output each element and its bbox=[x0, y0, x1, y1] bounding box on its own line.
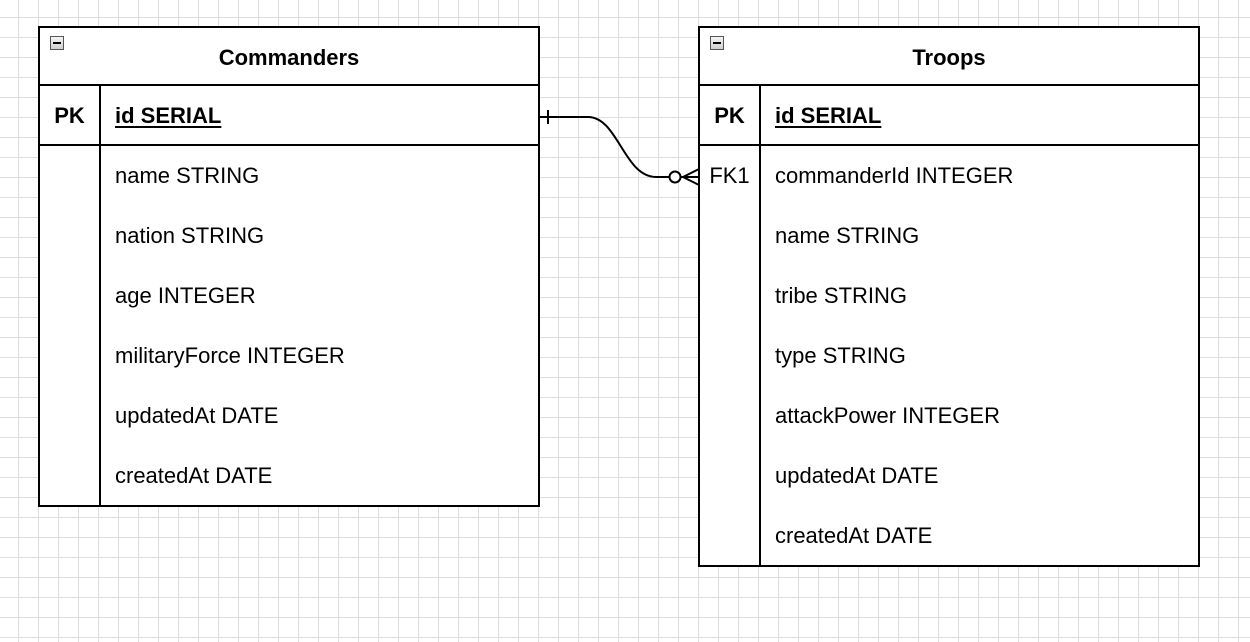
field-name: name STRING bbox=[115, 163, 260, 188]
field-row[interactable]: age INTEGER bbox=[40, 266, 538, 326]
field-name: type STRING bbox=[775, 343, 906, 368]
field-name: updatedAt DATE bbox=[115, 403, 279, 428]
field-key bbox=[40, 446, 99, 506]
field-row[interactable]: tribe STRING bbox=[700, 266, 1198, 326]
commanders-title: Commanders bbox=[218, 45, 360, 70]
field-name: updatedAt DATE bbox=[775, 463, 939, 488]
field-name: commanderId INTEGER bbox=[775, 163, 1014, 188]
field-key bbox=[700, 446, 759, 506]
troops-pk-row: PK id SERIAL bbox=[700, 86, 1198, 146]
commanders-field-list: name STRING nation STRING age INTEGER mi… bbox=[40, 146, 538, 506]
field-row[interactable]: updatedAt DATE bbox=[40, 386, 538, 446]
relationship-line bbox=[540, 116, 699, 178]
troops-header: Troops bbox=[700, 28, 1198, 86]
field-key bbox=[700, 386, 759, 446]
field-key bbox=[40, 386, 99, 446]
field-row[interactable]: attackPower INTEGER bbox=[700, 386, 1198, 446]
commanders-pk-field[interactable]: id SERIAL bbox=[115, 103, 222, 128]
field-name: militaryForce INTEGER bbox=[115, 343, 345, 368]
field-name: tribe STRING bbox=[775, 283, 908, 308]
field-row[interactable]: militaryForce INTEGER bbox=[40, 326, 538, 386]
troops-pk-field[interactable]: id SERIAL bbox=[775, 103, 882, 128]
field-key bbox=[40, 266, 99, 326]
collapse-icon[interactable] bbox=[50, 36, 64, 50]
field-key bbox=[40, 146, 99, 206]
troops-title: Troops bbox=[912, 45, 986, 70]
pk-label: PK bbox=[54, 103, 85, 128]
field-row[interactable]: FK1 commanderId INTEGER bbox=[700, 146, 1198, 206]
field-row[interactable]: nation STRING bbox=[40, 206, 538, 266]
field-row[interactable]: updatedAt DATE bbox=[700, 446, 1198, 506]
field-name: createdAt DATE bbox=[115, 463, 273, 488]
fk-label: FK1 bbox=[709, 163, 750, 188]
troops-table[interactable]: Troops PK id SERIAL FK1 commanderId INTE… bbox=[698, 26, 1200, 567]
field-name: createdAt DATE bbox=[775, 523, 933, 548]
commanders-table[interactable]: Commanders PK id SERIAL name STRING nati… bbox=[38, 26, 540, 507]
field-row[interactable]: name STRING bbox=[40, 146, 538, 206]
field-key bbox=[700, 206, 759, 266]
field-key bbox=[700, 326, 759, 386]
zero-cardinality-circle bbox=[668, 170, 682, 184]
field-name: nation STRING bbox=[115, 223, 265, 248]
field-row[interactable]: type STRING bbox=[700, 326, 1198, 386]
column-divider bbox=[759, 86, 761, 565]
field-row[interactable]: createdAt DATE bbox=[40, 446, 538, 506]
pk-label: PK bbox=[714, 103, 745, 128]
commanders-header: Commanders bbox=[40, 28, 538, 86]
field-row[interactable]: createdAt DATE bbox=[700, 506, 1198, 566]
field-row[interactable]: name STRING bbox=[700, 206, 1198, 266]
column-divider bbox=[99, 86, 101, 505]
commanders-pk-row: PK id SERIAL bbox=[40, 86, 538, 146]
collapse-icon[interactable] bbox=[710, 36, 724, 50]
field-key bbox=[40, 206, 99, 266]
field-key bbox=[40, 326, 99, 386]
field-key bbox=[700, 506, 759, 566]
troops-field-list: FK1 commanderId INTEGER name STRING trib… bbox=[700, 146, 1198, 566]
field-name: age INTEGER bbox=[115, 283, 256, 308]
field-name: name STRING bbox=[775, 223, 920, 248]
crowfoot-many-icon bbox=[682, 168, 700, 186]
field-name: attackPower INTEGER bbox=[775, 403, 1000, 428]
field-key bbox=[700, 266, 759, 326]
